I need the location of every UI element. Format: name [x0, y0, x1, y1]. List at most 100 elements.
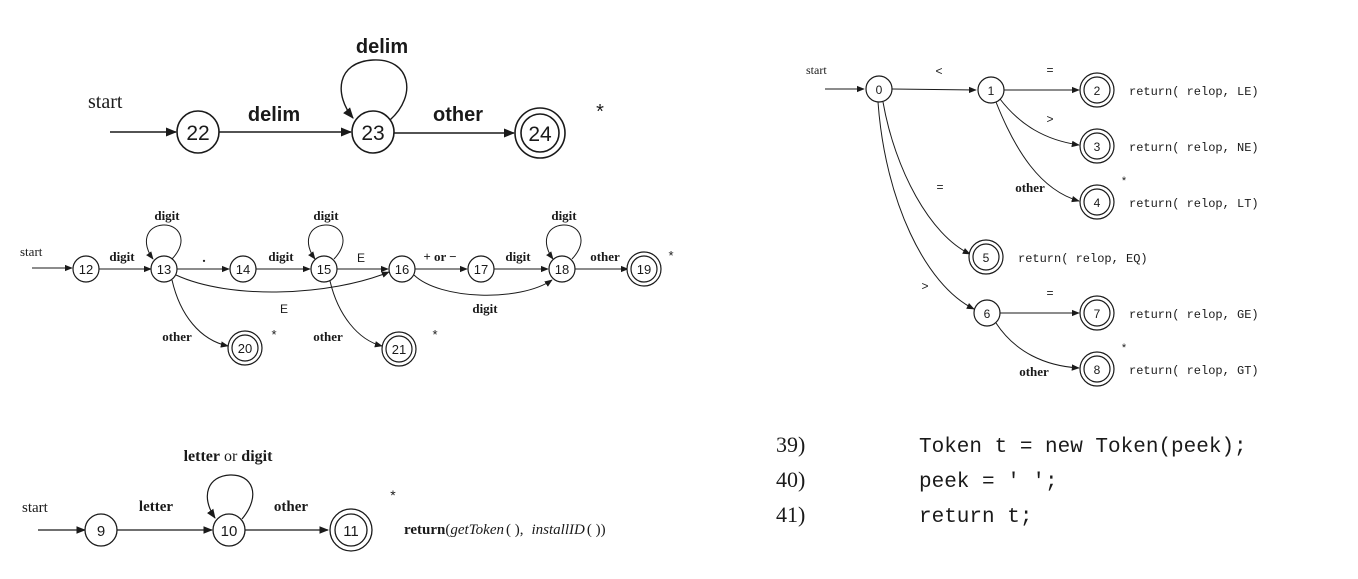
state-5 [972, 243, 1000, 271]
state-17-label: 17 [474, 262, 488, 277]
state-5-label: 5 [983, 251, 990, 265]
state-14-label: 14 [236, 262, 250, 277]
code-snippet: 39) Token t = new Token(peek); 40) peek … [776, 432, 1247, 529]
loop-15-label: digit [313, 208, 339, 223]
state-23-label: 23 [361, 122, 384, 145]
start-label-relop: start [806, 63, 827, 77]
edge-13-20-label: other [162, 329, 192, 344]
edge-18-19-label: other [590, 249, 620, 264]
return-3: return( relop, NE) [1129, 141, 1259, 155]
state-24 [520, 113, 560, 153]
state-3 [1083, 132, 1111, 160]
start-label: start [88, 91, 123, 113]
edge-13-16-label: E [280, 302, 288, 316]
delim-diagram: start 22 delim 23 delim other 24 * [88, 36, 604, 159]
edge-22-23-label: delim [248, 104, 300, 126]
state-24-label: 24 [528, 123, 552, 146]
edge-23-24-label: other [433, 104, 483, 126]
id-action-fn1: getToken [450, 522, 504, 538]
edge-1-3 [999, 98, 1080, 148]
state-3-label: 3 [1094, 140, 1101, 154]
state-2 [1083, 76, 1111, 104]
code-line-text: Token t = new Token(peek); [919, 436, 1247, 459]
edge-16-18 [413, 274, 553, 296]
star-24: * [596, 101, 604, 123]
loop-10-label-a: letter [184, 448, 220, 465]
loop-13 [145, 224, 182, 260]
star-4: * [1122, 175, 1127, 187]
edge-0-5 [882, 101, 971, 255]
edge-1-4 [995, 101, 1080, 203]
loop-10-label: letter or digit [184, 448, 274, 465]
edge-16-17-label: + or − [423, 249, 456, 264]
edge-16-18-label: digit [472, 301, 498, 316]
loop-18 [545, 224, 582, 260]
state-21 [385, 335, 413, 363]
edge-0-1-label: < [935, 64, 942, 78]
code-line-num: 39) [776, 432, 805, 457]
state-23 [351, 110, 395, 154]
state-15-label: 15 [317, 262, 331, 277]
star-8: * [1122, 342, 1127, 354]
return-7: return( relop, GE) [1129, 308, 1259, 322]
edge-1-3-label: > [1046, 112, 1053, 126]
id-action-return: return [404, 522, 446, 538]
edge-13-20 [171, 279, 229, 348]
id-action: return(getToken( ),installID( )) [404, 522, 606, 538]
start-label-num: start [20, 244, 43, 259]
code-line-text: peek = ' '; [919, 471, 1058, 494]
loop-23 [340, 59, 408, 121]
state-9-label: 9 [97, 523, 105, 540]
loop-15 [307, 224, 344, 260]
loop-10-label-or: or [224, 448, 238, 465]
edge-12-13-label: digit [109, 249, 135, 264]
state-0-label: 0 [876, 83, 883, 97]
code-line-num: 41) [776, 502, 805, 527]
star-11: * [390, 487, 396, 503]
code-line-num: 40) [776, 467, 805, 492]
edge-15-21 [329, 280, 383, 348]
star-20: * [271, 327, 276, 342]
state-4-label: 4 [1094, 196, 1101, 210]
star-19: * [668, 248, 673, 263]
loop-10 [206, 474, 254, 520]
edge-0-1 [891, 86, 977, 94]
id-diagram: start 9 letter 10 letter or digit other … [22, 448, 606, 552]
state-8-label: 8 [1094, 363, 1101, 377]
edge-0-5-label: = [936, 180, 943, 194]
edge-15-16-label: E [357, 251, 365, 265]
state-7 [1083, 299, 1111, 327]
state-10-label: 10 [221, 523, 238, 540]
id-action-paren2: ( )) [587, 522, 606, 538]
state-2-label: 2 [1094, 84, 1101, 98]
state-13-label: 13 [157, 262, 171, 277]
state-20-label: 20 [238, 341, 252, 356]
state-19 [630, 255, 658, 283]
state-19-label: 19 [637, 262, 651, 277]
state-6-label: 6 [984, 307, 991, 321]
relop-diagram: start 0 < 1 = 2 return( relop, LE) > 3 r… [806, 63, 1259, 387]
state-7-label: 7 [1094, 307, 1101, 321]
return-8: return( relop, GT) [1129, 364, 1259, 378]
loop-10-label-b: digit [241, 448, 273, 465]
state-8 [1083, 355, 1111, 383]
return-4: return( relop, LT) [1129, 197, 1259, 211]
edge-6-8-label: other [1019, 364, 1049, 379]
state-18-label: 18 [555, 262, 569, 277]
loop-13-label: digit [154, 208, 180, 223]
edge-17-18-label: digit [505, 249, 531, 264]
star-21: * [432, 327, 437, 342]
edge-6-7-label: = [1046, 286, 1053, 300]
number-diagram: start 12 digit 13 digit . 14 digit 15 di… [20, 208, 674, 367]
state-1-label: 1 [988, 84, 995, 98]
state-4 [1083, 188, 1111, 216]
code-line-text: return t; [919, 506, 1032, 529]
id-action-fn2: installID [532, 522, 586, 538]
state-20 [231, 334, 259, 362]
id-action-paren1: ( ), [506, 522, 524, 538]
loop-23-label: delim [356, 36, 408, 58]
edge-0-6-label: > [921, 279, 928, 293]
edge-15-21-label: other [313, 329, 343, 344]
state-21-label: 21 [392, 342, 406, 357]
